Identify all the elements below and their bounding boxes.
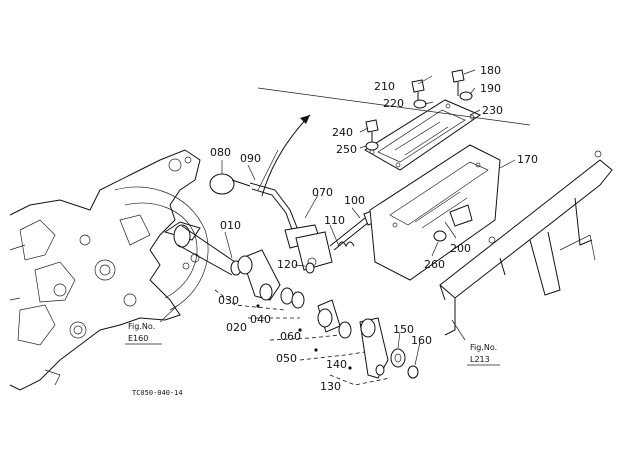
label-260: 260 (424, 258, 445, 271)
fig-ref-l213-line1: Fig.No. (470, 343, 497, 352)
label-020: 020 (226, 321, 247, 334)
nut-260 (433, 230, 447, 242)
drawing-code: TC050-040-14 (132, 389, 183, 397)
washer-220 (413, 99, 427, 109)
label-140: 140 (326, 358, 347, 371)
collar-060 (317, 299, 352, 339)
motion-arrow (257, 87, 531, 197)
label-080: 080 (210, 146, 231, 159)
label-250: 250 (336, 143, 357, 156)
label-110: 110 (324, 214, 345, 227)
bolt-240 (365, 119, 379, 142)
guide-plate-230 (364, 99, 482, 171)
label-130: 130 (320, 380, 341, 393)
label-050: 050 (276, 352, 297, 365)
label-210: 210 (374, 80, 395, 93)
label-040: 040 (250, 313, 271, 326)
frame (439, 150, 613, 336)
label-160: 160 (411, 334, 432, 347)
spring-110 (337, 241, 355, 248)
label-100: 100 (344, 194, 365, 207)
leader-lines (159, 69, 516, 386)
label-240: 240 (332, 126, 353, 139)
label-170: 170 (517, 153, 538, 166)
lever-030 (237, 249, 281, 301)
bolt-210 (411, 79, 425, 102)
label-030: 030 (218, 294, 239, 307)
fig-ref-l213-line2: L213 (470, 355, 490, 364)
bolt-180 (451, 69, 465, 96)
transmission-housing (9, 149, 209, 391)
fig-ref-e160-line2: E160 (128, 334, 148, 343)
bracket-070 (295, 231, 333, 271)
label-070: 070 (312, 186, 333, 199)
label-090: 090 (240, 152, 261, 165)
cover-170 (369, 144, 501, 281)
knob-080 (209, 173, 251, 195)
washer-150 (390, 348, 406, 368)
lever-140 (359, 317, 389, 379)
washer-190 (459, 91, 473, 101)
label-120: 120 (277, 258, 298, 271)
label-220: 220 (383, 97, 404, 110)
label-190: 190 (480, 82, 501, 95)
washer-250 (365, 141, 379, 151)
label-180: 180 (480, 64, 501, 77)
label-230: 230 (482, 104, 503, 117)
fig-ref-e160-line1: Fig.No. (128, 322, 155, 331)
shaft-010 (163, 221, 242, 276)
nut-120 (305, 262, 315, 274)
label-150: 150 (393, 323, 414, 336)
clip-160 (407, 365, 419, 379)
dot-markers (256, 304, 352, 370)
label-010: 010 (220, 219, 241, 232)
label-200: 200 (450, 242, 471, 255)
label-060: 060 (280, 330, 301, 343)
collar-040 (280, 287, 305, 309)
